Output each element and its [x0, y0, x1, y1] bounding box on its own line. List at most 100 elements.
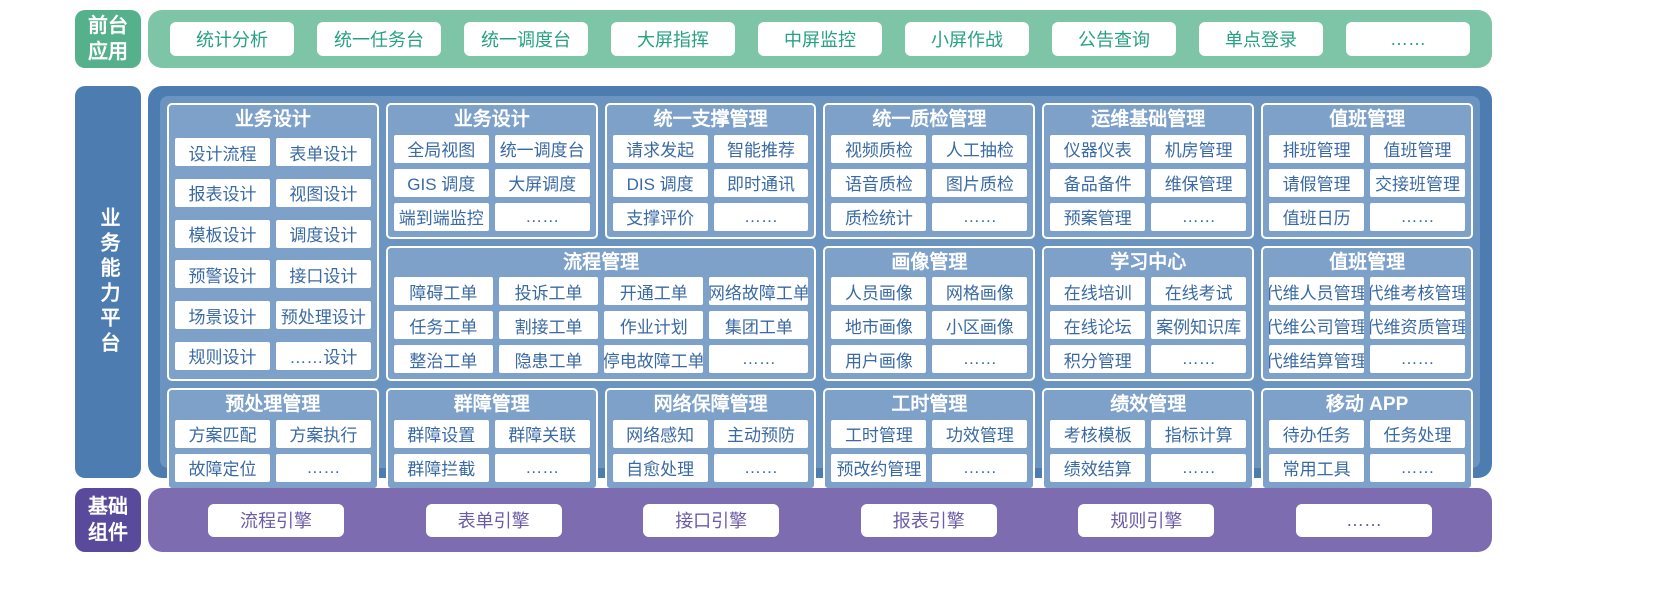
feature-cell: 方案匹配: [175, 419, 270, 448]
group-box: 运维基础管理仪器仪表机房管理备品备件维保管理预案管理……: [1042, 103, 1255, 239]
feature-cell: 任务处理: [1370, 419, 1465, 448]
feature-cell: 接口设计: [275, 260, 371, 289]
group-title: 网络保障管理: [653, 394, 768, 416]
group-title: 统一质检管理: [872, 109, 987, 130]
feature-cell: 人工抽检: [932, 134, 1028, 163]
group-cell-grid: 设计流程表单设计报表设计视图设计模板设计调度设计预警设计接口设计场景设计预处理设…: [175, 135, 371, 374]
feature-cell: 即时通讯: [713, 168, 809, 197]
feature-cell: 图片质检: [932, 168, 1028, 197]
feature-cell: ……: [932, 453, 1028, 482]
feature-cell: 功效管理: [932, 419, 1028, 448]
feature-cell: 报表设计: [175, 178, 270, 207]
group-title: 运维基础管理: [1091, 109, 1206, 130]
feature-cell: 常用工具: [1269, 453, 1365, 482]
feature-cell: 指标计算: [1151, 419, 1247, 448]
feature-cell: 维保管理: [1151, 168, 1247, 197]
group-box: 学习中心在线培训在线考试在线论坛案例知识库积分管理……: [1042, 245, 1255, 382]
app-item: 统一任务台: [317, 22, 441, 56]
engine-item: 报表引擎: [860, 503, 997, 537]
feature-cell: 机房管理: [1151, 134, 1247, 163]
feature-cell: 场景设计: [175, 301, 270, 330]
feature-cell: 整治工单: [393, 345, 493, 374]
feature-cell: 方案执行: [275, 419, 371, 448]
feature-cell: 值班管理: [1370, 134, 1465, 163]
feature-cell: 在线考试: [1151, 277, 1247, 306]
capability-panel: 业务设计设计流程表单设计报表设计视图设计模板设计调度设计预警设计接口设计场景设计…: [160, 96, 1480, 490]
group-title: 值班管理: [1329, 109, 1406, 130]
feature-cell: ……: [713, 202, 809, 231]
app-item: 公告查询: [1052, 22, 1176, 56]
feature-cell: ……: [1370, 345, 1465, 374]
feature-cell: 视图设计: [275, 178, 371, 207]
feature-cell: 障碍工单: [393, 277, 493, 306]
group-cell-grid: 方案匹配方案执行故障定位……: [175, 419, 371, 482]
group-box: 值班管理代维人员管理代维考核管理代维公司管理代维资质管理代维结算管理……: [1261, 245, 1473, 382]
feature-cell: 预案管理: [1050, 202, 1146, 231]
feature-cell: 任务工单: [393, 311, 493, 340]
group-box: 网络保障管理网络感知主动预防自愈处理……: [604, 388, 817, 490]
feature-cell: 排班管理: [1269, 134, 1365, 163]
feature-cell: 调度设计: [275, 219, 371, 248]
feature-cell: 模板设计: [175, 219, 270, 248]
group-box: 统一质检管理视频质检人工抽检语音质检图片质检质检统计……: [823, 103, 1036, 239]
feature-cell: 统一调度台: [494, 134, 590, 163]
feature-cell: 割接工单: [498, 311, 599, 340]
group-title: 统一支撑管理: [653, 109, 768, 130]
group-title: 业务设计: [234, 109, 311, 130]
feature-cell: 投诉工单: [498, 277, 599, 306]
feature-cell: 工时管理: [831, 419, 927, 448]
feature-cell: 语音质检: [831, 168, 927, 197]
group-cell-grid: 视频质检人工抽检语音质检图片质检质检统计……: [831, 134, 1028, 231]
engine-item: 表单引擎: [425, 503, 562, 537]
feature-cell: GIS 调度: [393, 168, 489, 197]
group-cell-grid: 在线培训在线考试在线论坛案例知识库积分管理……: [1050, 277, 1247, 374]
group-box: 画像管理人员画像网格画像地市画像小区画像用户画像……: [823, 245, 1036, 382]
group-box: 群障管理群障设置群障关联群障拦截……: [385, 388, 598, 490]
feature-cell: 网络感知: [612, 419, 708, 448]
feature-cell: 自愈处理: [612, 453, 708, 482]
group-title: 画像管理: [891, 251, 968, 273]
components-band: 流程引擎表单引擎接口引擎报表引擎规则引擎……: [148, 488, 1492, 552]
feature-cell: 代维人员管理: [1269, 277, 1365, 306]
feature-cell: 请求发起: [612, 134, 708, 163]
feature-cell: 绩效结算: [1050, 453, 1146, 482]
group-cell-grid: 仪器仪表机房管理备品备件维保管理预案管理……: [1050, 134, 1247, 231]
feature-cell: DIS 调度: [612, 168, 708, 197]
feature-cell: 用户画像: [831, 345, 927, 374]
group-box: 工时管理工时管理功效管理预改约管理……: [823, 388, 1036, 490]
feature-cell: 请假管理: [1269, 168, 1365, 197]
feature-cell: 主动预防: [713, 419, 809, 448]
feature-cell: 小区画像: [932, 311, 1028, 340]
group-cell-grid: 待办任务任务处理常用工具……: [1269, 419, 1465, 482]
feature-cell: 值班日历: [1269, 202, 1365, 231]
feature-cell: 在线培训: [1050, 277, 1146, 306]
engine-item: 流程引擎: [208, 503, 344, 537]
group-cell-grid: 网络感知主动预防自愈处理……: [612, 419, 809, 482]
group-title: 学习中心: [1110, 251, 1187, 273]
group-cell-grid: 人员画像网格画像地市画像小区画像用户画像……: [831, 277, 1028, 374]
feature-cell: 待办任务: [1269, 419, 1365, 448]
feature-cell: 隐患工单: [498, 345, 599, 374]
group-title: 预处理管理: [225, 394, 321, 416]
feature-cell: ……: [932, 202, 1028, 231]
feature-cell: 网络故障工单: [709, 277, 809, 306]
group-cell-grid: 障碍工单投诉工单开通工单网络故障工单任务工单割接工单作业计划集团工单整治工单隐患…: [393, 277, 809, 374]
frontend-band-label: 前台应用: [75, 10, 141, 68]
feature-cell: 智能推荐: [713, 134, 809, 163]
feature-cell: 视频质检: [831, 134, 927, 163]
feature-cell: 群障设置: [393, 419, 489, 448]
app-item: ……: [1346, 22, 1470, 56]
group-box: 绩效管理考核模板指标计算绩效结算……: [1042, 388, 1255, 490]
feature-cell: 停电故障工单: [604, 345, 704, 374]
feature-cell: 质检统计: [831, 202, 927, 231]
group-cell-grid: 工时管理功效管理预改约管理……: [831, 419, 1028, 482]
engine-item: 接口引擎: [643, 503, 780, 537]
group-cell-grid: 代维人员管理代维考核管理代维公司管理代维资质管理代维结算管理……: [1269, 277, 1465, 374]
feature-cell: 预警设计: [175, 260, 270, 289]
group-title: 业务设计: [453, 109, 530, 130]
